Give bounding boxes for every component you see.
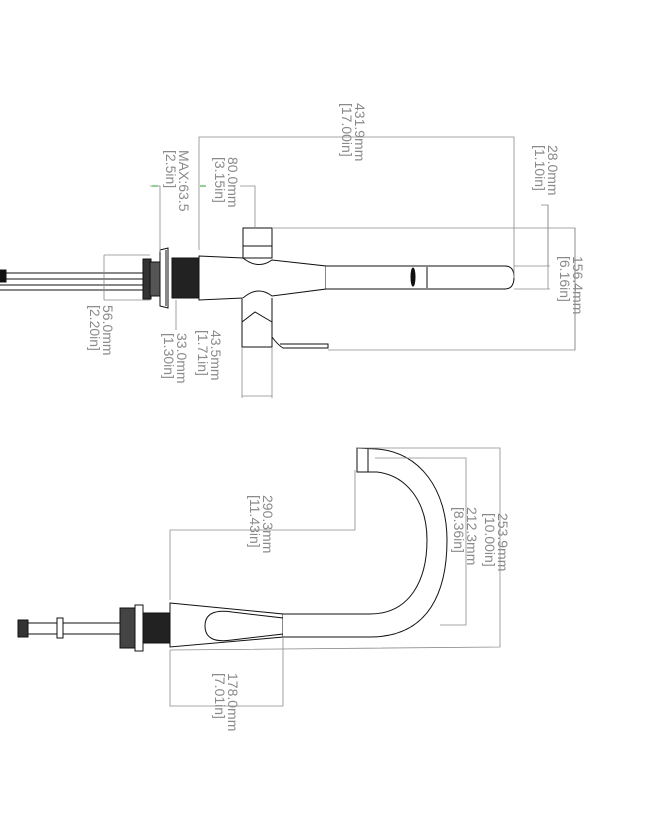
spout — [326, 265, 515, 290]
label-handle-offset: 80.0mm[3.15in] — [212, 157, 241, 208]
side-view-dimensions — [169, 447, 501, 707]
side-threaded-shank — [142, 612, 171, 644]
j-spout — [283, 447, 448, 638]
handle-cap — [242, 227, 273, 259]
side-lever — [204, 610, 284, 642]
lever-handle — [241, 298, 329, 349]
label-handle-width: 43.5mm[1.71in] — [195, 330, 224, 381]
supply-hoses — [0, 269, 150, 291]
label-spout-reach: 290.3mm[11.43in] — [247, 495, 276, 554]
label-spout-diameter: 28.0mm[1.10in] — [532, 145, 561, 196]
label-shank: 33.0mm[1.30in] — [161, 333, 190, 384]
mounting-nut — [142, 247, 169, 309]
label-overall-height: 253.9mm[10.00in] — [482, 513, 511, 572]
threaded-shank — [171, 257, 200, 299]
label-base-diameter: 56.0mm[2.20in] — [87, 305, 116, 356]
label-body-length: 178.0mm[7.01in] — [212, 673, 241, 732]
label-spout-height: 212.3mm[8.36in] — [451, 507, 480, 566]
label-overall-length: 431.9mm[17.00in] — [339, 103, 368, 162]
side-supply-hoses — [17, 617, 120, 639]
top-view-faucet — [0, 227, 515, 349]
side-flange — [134, 604, 144, 652]
label-max-deck: MAX:63.5[2.5in] — [163, 150, 192, 212]
side-mounting-nut — [119, 607, 136, 649]
side-view-faucet — [17, 447, 448, 652]
top-view-dimensions — [103, 136, 576, 398]
label-overall-width: 156.4mm[6.16in] — [557, 256, 586, 315]
faucet-body — [198, 255, 327, 301]
